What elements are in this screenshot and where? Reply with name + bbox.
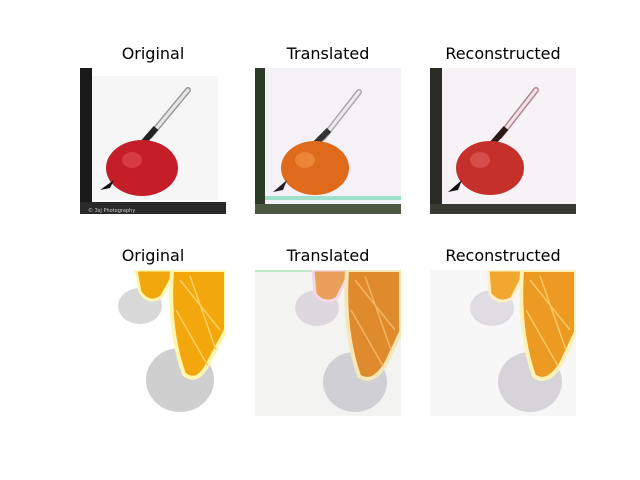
image-row2-original xyxy=(80,270,226,416)
title-row2-original: Original xyxy=(121,246,185,265)
title-row1-translated: Translated xyxy=(286,44,370,63)
title-row2-translated: Translated xyxy=(286,246,370,265)
orange-original-image xyxy=(80,270,226,416)
image-row2-reconstructed xyxy=(430,270,576,416)
image-row2-translated xyxy=(255,270,401,416)
image-row1-reconstructed xyxy=(430,68,576,214)
title-row2-reconstructed: Reconstructed xyxy=(445,246,561,265)
orange-reconstructed-image xyxy=(430,270,576,416)
watermark-text: © 3sJ Photography xyxy=(88,207,135,214)
title-row1-reconstructed: Reconstructed xyxy=(445,44,561,63)
image-row1-translated xyxy=(255,68,401,214)
orange-translated-image xyxy=(255,270,401,416)
image-row1-original: © 3sJ Photography xyxy=(80,68,226,214)
title-row1-original: Original xyxy=(121,44,185,63)
apple-reconstructed-image xyxy=(430,68,576,214)
apple-original-image: © 3sJ Photography xyxy=(80,68,226,214)
apple-translated-image xyxy=(255,68,401,214)
